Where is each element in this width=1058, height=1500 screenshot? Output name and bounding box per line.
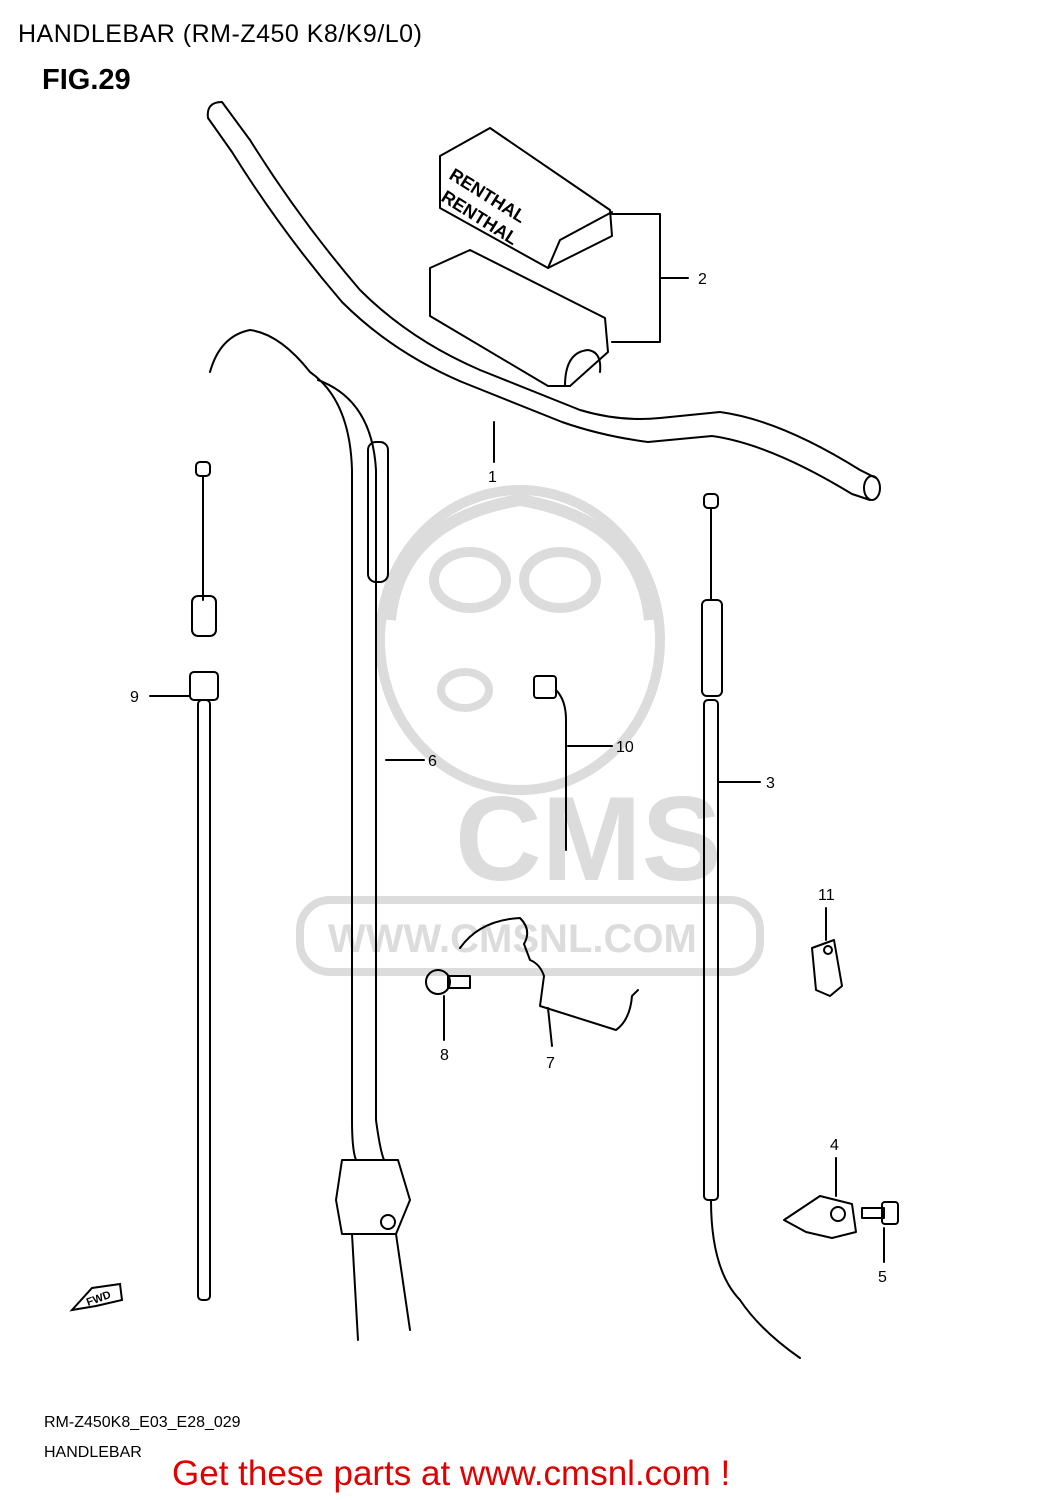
cta-link[interactable]: Get these parts at www.cmsnl.com ! [172, 1454, 731, 1493]
watermark-mascot-hair [384, 493, 656, 621]
hot-start-cable-sheath [197, 699, 211, 1301]
bolt-8-head [425, 969, 451, 995]
bolt-5-head [881, 1201, 899, 1225]
wire-guide-rod [459, 917, 639, 1031]
figure-number: FIG.29 [42, 64, 131, 96]
watermark-mascot-head [375, 485, 665, 795]
diagram-code: RM-Z450K8_E03_E28_029 [44, 1414, 241, 1431]
watermark-mascot-goggle-left [429, 547, 511, 613]
callout-9: 9 [130, 689, 139, 706]
forward-direction-badge: FWD [69, 1282, 124, 1312]
watermark-url: WWW.CMSNL.COM [328, 917, 697, 961]
clutch-cable-part [701, 493, 801, 1359]
watermark-mascot-goggle-right [519, 547, 601, 613]
watermark: CMS WWW.CMSNL.COM [296, 485, 764, 976]
wire-guide-leader [547, 1007, 553, 1047]
pad-foam-groove [564, 349, 602, 387]
handlebar-tube-upper [206, 101, 877, 479]
callout-11: 11 [818, 887, 835, 904]
clutch-cable-tip [703, 493, 719, 509]
bolt-part-5 [861, 1201, 899, 1263]
callout-7: 7 [546, 1055, 555, 1072]
watermark-url-banner [296, 896, 764, 976]
hot-start-adjuster-nut [189, 671, 219, 701]
throttle-housing-bolt [380, 1214, 396, 1230]
hot-start-cable-tip [195, 461, 211, 477]
clamp-part-11 [811, 907, 843, 997]
holder-4-body [783, 1195, 857, 1239]
callout-3: 3 [766, 775, 775, 792]
callout-8: 8 [440, 1047, 449, 1064]
clamp-11-hole [823, 945, 833, 955]
handlebar-part [206, 101, 881, 501]
page-title: HANDLEBAR (RM-Z450 K8/K9/L0) [18, 20, 423, 48]
pad-cover [439, 127, 613, 269]
kill-switch-part [533, 675, 613, 851]
handlebar-end [863, 475, 881, 501]
throttle-cable-sleeve [367, 441, 389, 583]
kill-switch-wire [555, 689, 567, 851]
bolt-8-shank [447, 975, 471, 989]
callout-4: 4 [830, 1137, 839, 1154]
clamp-11-body [811, 939, 843, 997]
clutch-adjuster [701, 599, 723, 697]
throttle-cable-end-b [395, 1233, 411, 1331]
holder-4-hole [830, 1206, 846, 1222]
callout-5: 5 [878, 1269, 887, 1286]
callout-10: 10 [616, 739, 634, 756]
forward-arrow-icon [69, 1282, 124, 1312]
callout-2: 2 [698, 271, 707, 288]
throttle-cable-b [317, 379, 385, 1161]
pad-foam [429, 249, 609, 387]
hot-start-adjuster [191, 595, 217, 637]
holder-part-4 [783, 1157, 857, 1239]
bolt-5-shank [861, 1207, 885, 1219]
pad-cover-inner [547, 211, 613, 269]
handlebar-tube-lower [207, 117, 871, 501]
hot-start-cable-part [149, 461, 219, 1301]
diagram-name: HANDLEBAR [44, 1444, 142, 1461]
watermark-logo: CMS [455, 772, 722, 906]
clutch-cable-end [710, 1199, 801, 1359]
throttle-cable-end-a [351, 1233, 359, 1341]
bolt-part-8 [425, 969, 471, 1041]
pad-bracket [611, 213, 661, 343]
callout-1: 1 [488, 469, 497, 486]
throttle-housing [335, 1159, 411, 1235]
callout-6: 6 [428, 753, 437, 770]
watermark-mascot-eye [437, 668, 493, 712]
handlebar-pad-part: RENTHAL RENTHAL [429, 127, 689, 387]
kill-switch-connector [533, 675, 557, 699]
wire-guide-part [459, 917, 639, 1047]
throttle-cable-part [209, 329, 425, 1341]
throttle-cable-a [209, 329, 357, 1161]
